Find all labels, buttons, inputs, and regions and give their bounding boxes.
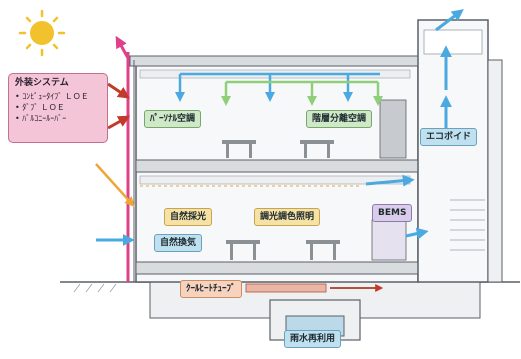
sun-icon [20,11,64,55]
facade-item: ｺﾝﾋﾟｭｰﾀｲﾌﾞ ＬＯＥ [15,91,101,102]
double-skin-facade [128,52,134,282]
heat-gain-arrow [108,118,126,128]
facade-system-title: 外装システム [15,78,101,89]
label-daylight: 自然採光 [164,208,212,226]
exhaust-arrow [118,40,128,58]
label-eco-void: エコボイド [420,128,477,146]
facade-system-list: ｺﾝﾋﾟｭｰﾀｲﾌﾞ ＬＯＥ ﾀﾞﾌﾞ ＬＯＥ ﾊﾞﾙｺﾆｰﾙｰﾊﾞｰ [15,91,101,124]
facade-item: ﾀﾞﾌﾞ ＬＯＥ [15,102,101,113]
facade-system-box: 外装システム ｺﾝﾋﾟｭｰﾀｲﾌﾞ ＬＯＥ ﾀﾞﾌﾞ ＬＯＥ ﾊﾞﾙｺﾆｰﾙｰﾊ… [8,73,108,143]
label-natural-ventilation: 自然換気 [154,234,202,252]
label-rainwater-reuse: 雨水再利用 [284,330,341,348]
label-bems: BEMS [372,204,412,222]
heat-gain-arrow [108,84,126,96]
label-dimming-lighting: 調光調色照明 [254,208,320,226]
label-geothermal: ｸｰﾙﾋｰﾄﾁｭｰﾌﾞ [180,280,242,298]
facade-item: ﾊﾞﾙｺﾆｰﾙｰﾊﾞｰ [15,113,101,124]
label-personal-ac: ﾊﾟｰｿﾅﾙ空調 [144,110,201,128]
label-zone-ac: 階層分離空調 [306,110,372,128]
